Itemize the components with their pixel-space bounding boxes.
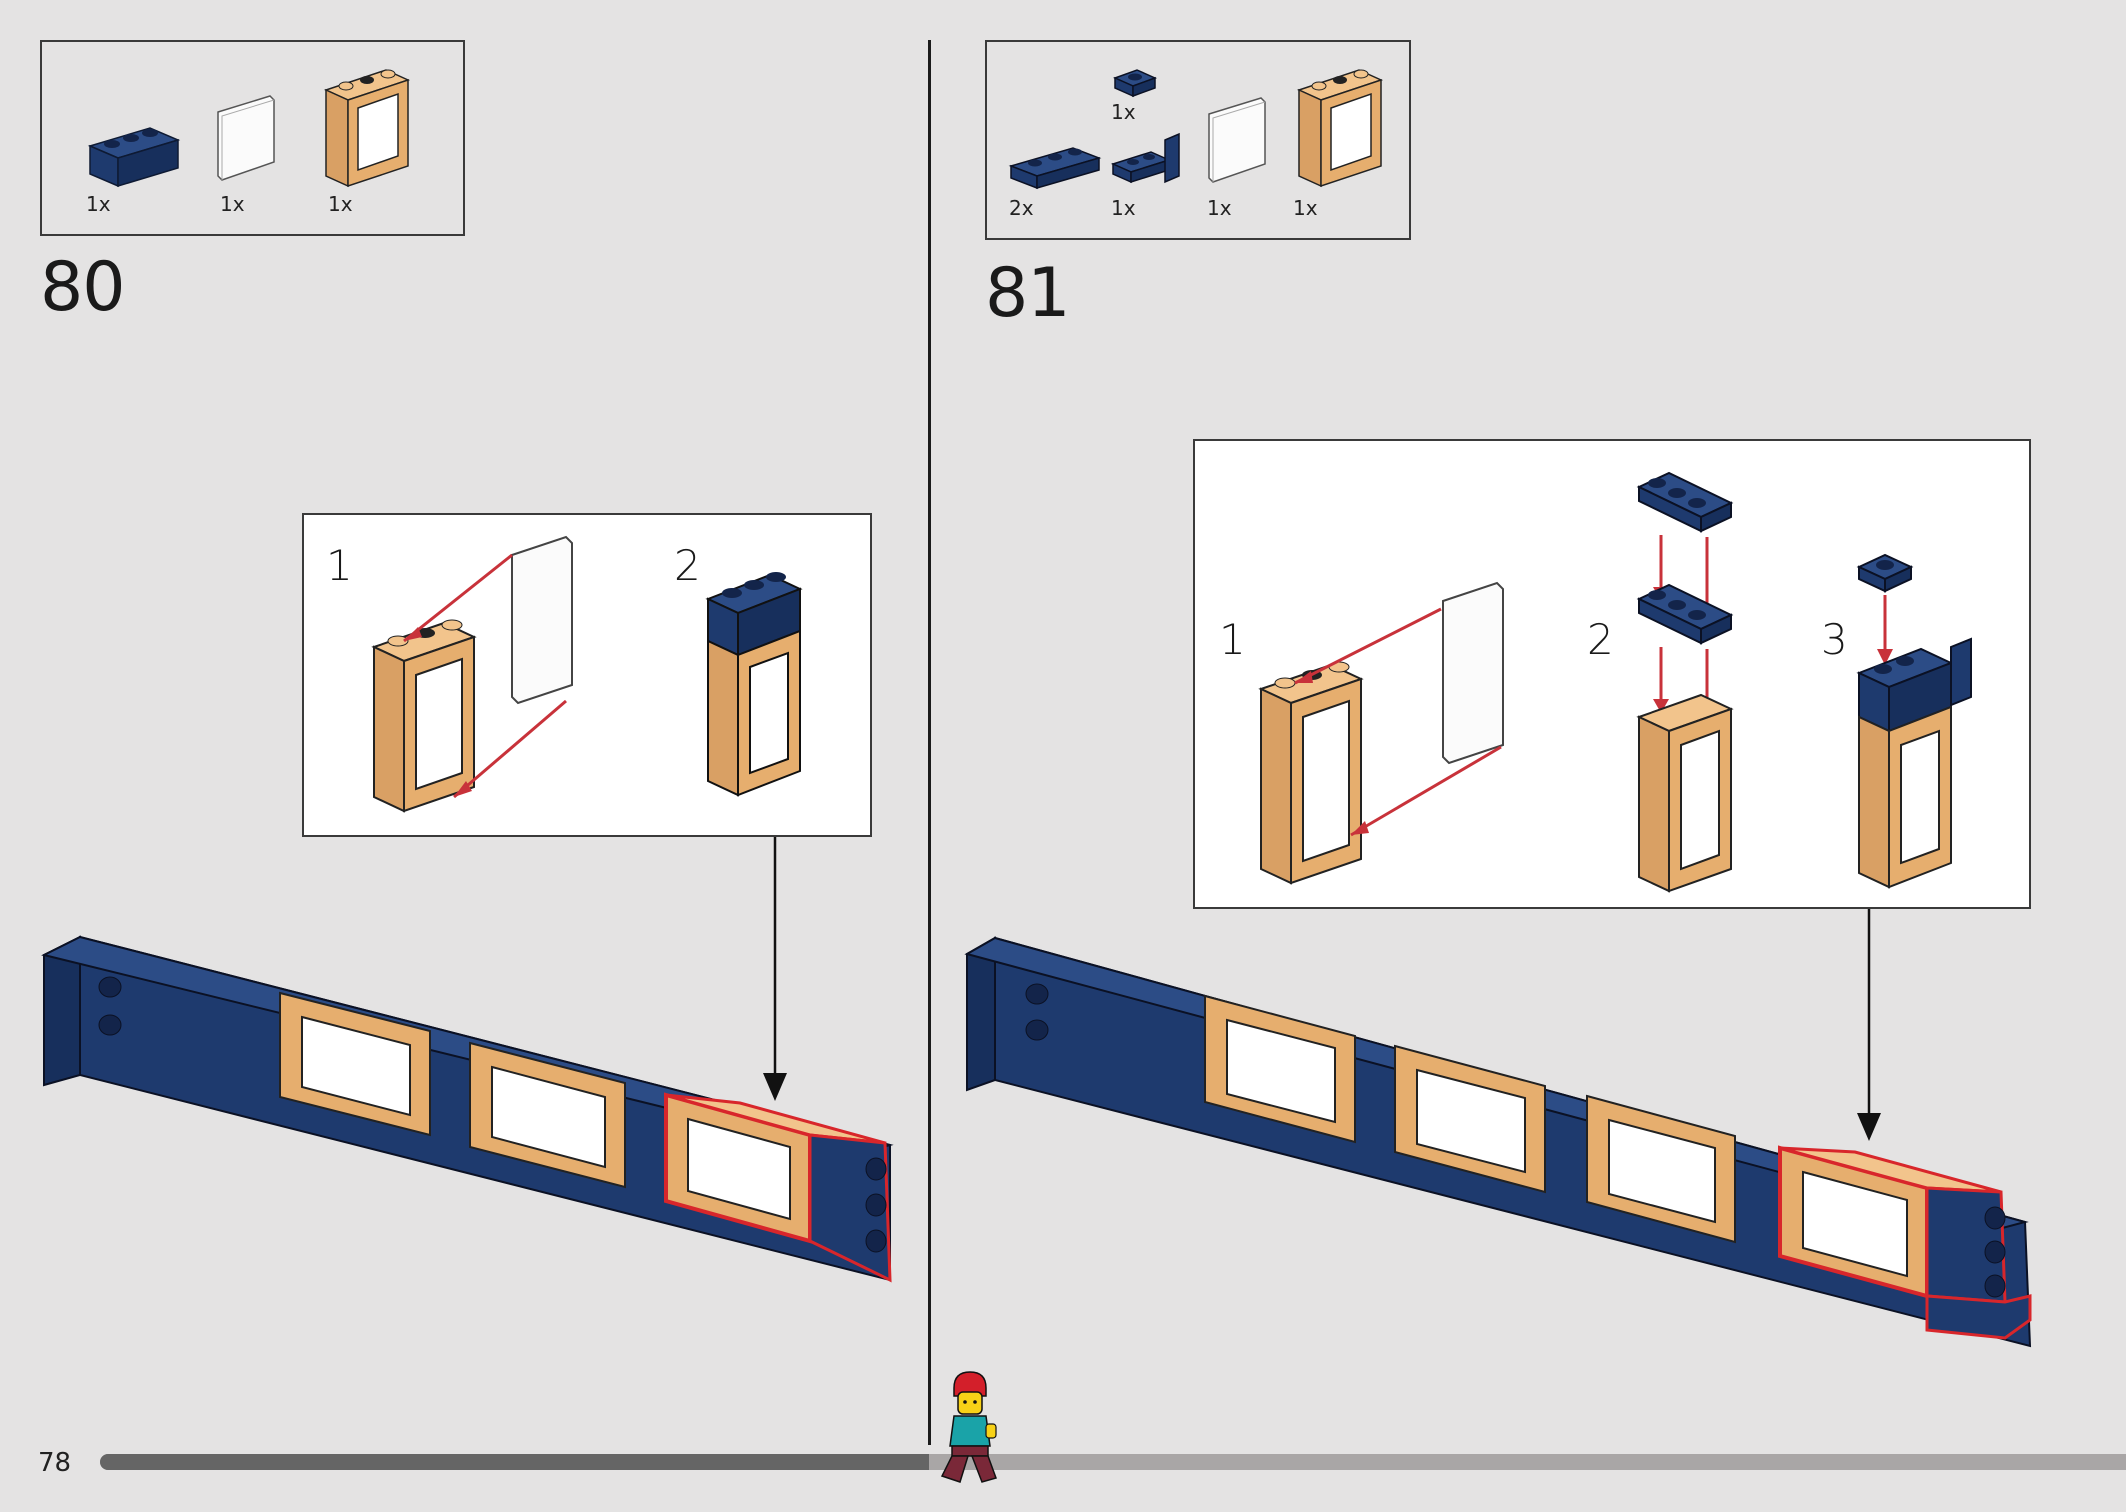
substep-3-label: 3 bbox=[1821, 615, 1848, 664]
tan-window-frame-icon bbox=[1296, 69, 1384, 188]
part-qty-2: 1x bbox=[220, 192, 245, 216]
minifigure-progress-marker-icon bbox=[940, 1371, 997, 1483]
substep-2-label: 2 bbox=[674, 541, 701, 590]
plates-stacking-assembly bbox=[1636, 471, 1734, 893]
page-number: 78 bbox=[38, 1448, 72, 1478]
progress-bar-fill bbox=[100, 1454, 929, 1470]
frame-with-brick-assembly bbox=[705, 572, 803, 797]
window-glass-icon bbox=[1208, 97, 1266, 183]
step-81-number: 81 bbox=[985, 254, 1071, 333]
step-80-wall-model bbox=[41, 935, 894, 1283]
substep-1-label: 1 bbox=[326, 541, 353, 590]
part-qty-plate-1x1: 1x bbox=[1111, 100, 1136, 124]
blue-bracket-icon bbox=[1110, 132, 1180, 184]
substep-2-label: 2 bbox=[1587, 615, 1614, 664]
part-qty-1: 1x bbox=[86, 192, 111, 216]
window-glass-icon bbox=[217, 95, 275, 181]
substep-1-label: 1 bbox=[1219, 615, 1246, 664]
step-81-callout: 1 2 3 bbox=[1193, 439, 2031, 909]
step-81-wall-model bbox=[964, 936, 2032, 1348]
part-qty-plate-1x3: 2x bbox=[1009, 196, 1034, 220]
part-qty-glass: 1x bbox=[1207, 196, 1232, 220]
step-81-parts-list: 1x 2x 1x 1x 1x bbox=[985, 40, 1411, 240]
page-divider bbox=[928, 40, 931, 1445]
blue-plate-1x1-icon bbox=[1112, 69, 1158, 98]
frame-with-glass-assembly bbox=[371, 535, 573, 813]
blue-brick-1x3-icon bbox=[87, 127, 181, 188]
part-qty-3: 1x bbox=[328, 192, 353, 216]
frame-with-glass-assembly bbox=[1258, 581, 1504, 885]
part-qty-frame: 1x bbox=[1293, 196, 1318, 220]
tan-window-frame-icon bbox=[323, 69, 411, 188]
step-81-callout-arrow bbox=[1857, 909, 1881, 1141]
blue-plate-1x3-icon bbox=[1008, 147, 1102, 190]
bracket-attach-assembly bbox=[1856, 553, 1972, 889]
step-80-number: 80 bbox=[40, 248, 126, 327]
step-80-callout-arrow bbox=[763, 837, 787, 1101]
progress-bar bbox=[100, 1454, 2126, 1470]
step-80-callout: 1 2 bbox=[302, 513, 872, 837]
part-qty-bracket: 1x bbox=[1111, 196, 1136, 220]
step-80-parts-list: 1x 1x 1x bbox=[40, 40, 465, 236]
